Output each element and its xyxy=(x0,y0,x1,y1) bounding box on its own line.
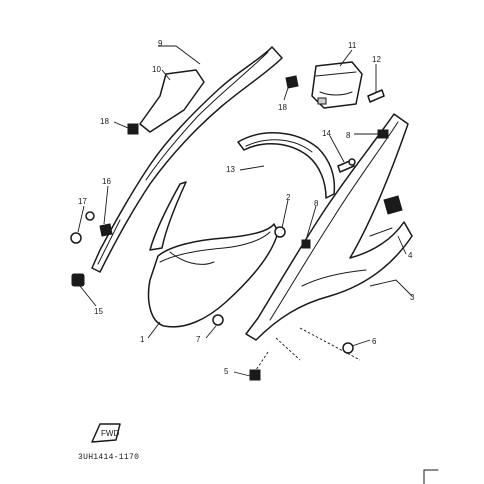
part-12-screw xyxy=(367,89,385,103)
part-2-screw xyxy=(274,226,286,238)
callout-12: 12 xyxy=(372,55,381,64)
callout-6: 6 xyxy=(372,337,377,346)
part-15-grommet xyxy=(71,273,85,287)
part-center-cover xyxy=(147,181,279,328)
callout-9: 9 xyxy=(158,39,163,48)
callout-7: 7 xyxy=(196,335,201,344)
callout-4: 4 xyxy=(408,251,413,260)
callout-labels: 1 2 3 4 5 6 7 8 8 9 10 11 12 13 14 15 16… xyxy=(78,39,415,376)
callout-10: 10 xyxy=(152,65,161,74)
callout-13: 13 xyxy=(226,165,235,174)
callout-18-right: 18 xyxy=(278,103,287,112)
fwd-label: FWD xyxy=(101,429,119,438)
part-bracket xyxy=(311,61,363,109)
corner-mark xyxy=(423,469,439,484)
part-7-screw xyxy=(212,314,224,326)
part-18-clip xyxy=(127,75,299,135)
callout-18-left: 18 xyxy=(100,117,109,126)
callout-17: 17 xyxy=(78,197,87,206)
part-14-screw xyxy=(337,158,356,173)
part-right-side-cover xyxy=(245,113,413,341)
leader-lines xyxy=(77,45,413,377)
part-17-screw xyxy=(70,211,95,244)
callout-15: 15 xyxy=(94,307,103,316)
callout-8-lower: 8 xyxy=(314,199,319,208)
callout-11: 11 xyxy=(348,41,357,50)
diagram-code: 3UH1414-1170 xyxy=(78,453,140,462)
callout-3: 3 xyxy=(410,293,415,302)
part-5-clip xyxy=(249,369,261,381)
part-6-screw xyxy=(342,342,354,354)
callout-8-upper: 8 xyxy=(346,131,351,140)
callout-2: 2 xyxy=(286,193,291,202)
fwd-arrow-icon: FWD xyxy=(91,423,121,443)
callout-1: 1 xyxy=(140,335,145,344)
part-inner-cover xyxy=(237,132,336,199)
part-seal-sheet xyxy=(139,69,205,133)
callout-16: 16 xyxy=(102,177,111,186)
part-left-side-cover xyxy=(91,46,283,273)
callout-5: 5 xyxy=(224,367,229,376)
callout-14: 14 xyxy=(322,129,331,138)
part-16-clip xyxy=(99,223,113,237)
